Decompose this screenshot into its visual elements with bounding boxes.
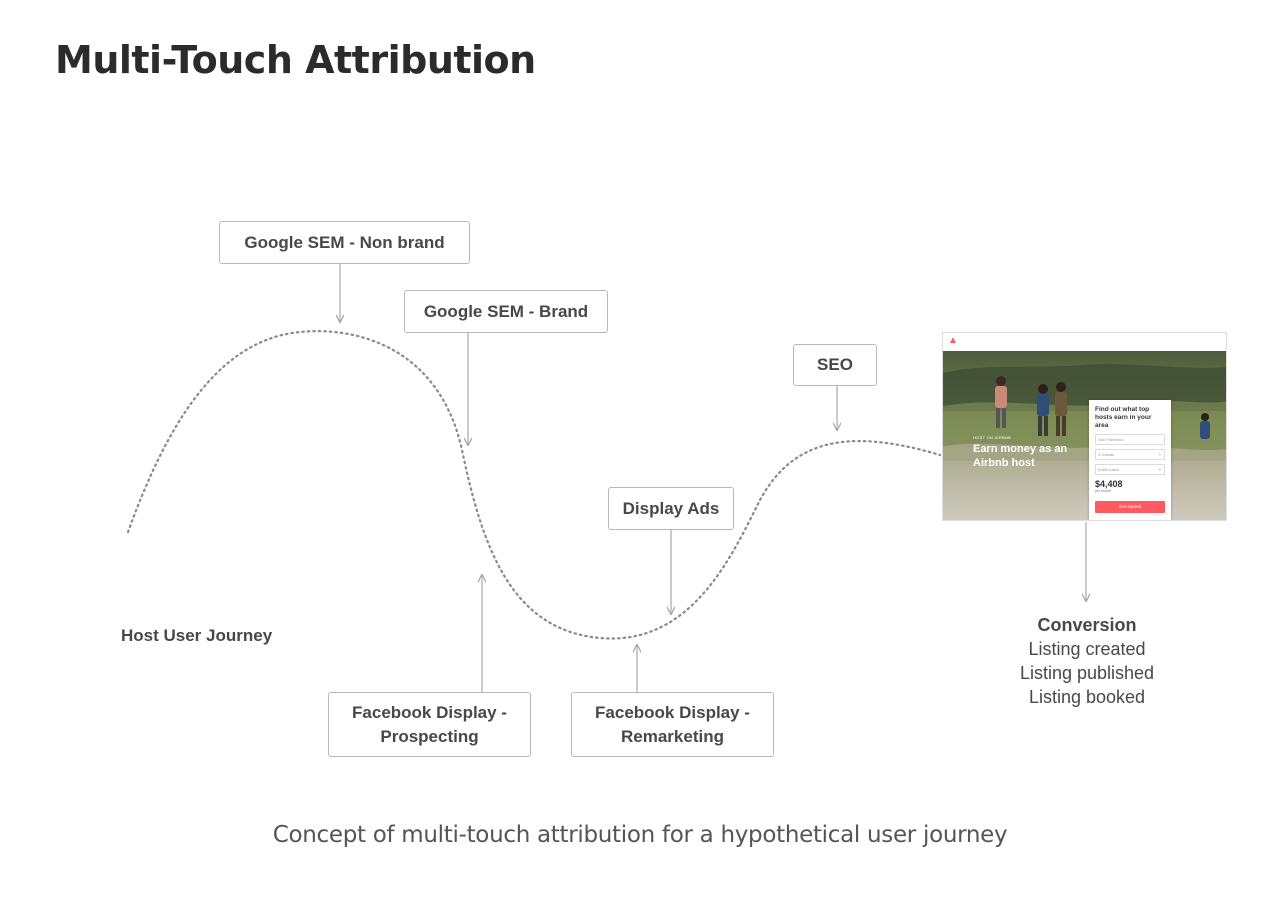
- screenshot-hero: HOST ON AIRBNB Earn money as an Airbnb h…: [943, 351, 1226, 520]
- touchpoint-google-sem-nonbrand: Google SEM - Non brand: [219, 221, 470, 264]
- hero-headline: Earn money as an Airbnb host: [973, 443, 1068, 469]
- guests-field-value: 4 Guests: [1098, 452, 1115, 457]
- page-title: Multi-Touch Attribution: [55, 38, 536, 82]
- touchpoint-label: SEO: [817, 355, 853, 374]
- conversion-item: Listing published: [1019, 663, 1155, 683]
- conversion-item: Listing created: [1028, 639, 1146, 659]
- journey-label: Host User Journey: [121, 626, 273, 645]
- chevron-down-icon: ⌄: [1157, 451, 1162, 457]
- touchpoint-label: Display Ads: [622, 498, 720, 518]
- guests-field: 4 Guests ⌄: [1095, 449, 1165, 460]
- touchpoint-label-line2: Remarketing: [621, 726, 724, 746]
- earnings-price: $4,408: [1095, 479, 1123, 489]
- earnings-period: per month: [1095, 489, 1111, 493]
- earnings-card-title: Find out what top hosts earn in your are…: [1095, 406, 1152, 429]
- city-field-value: San Francisco: [1098, 437, 1124, 442]
- conversion-heading: Conversion: [1037, 615, 1137, 635]
- hero-eyebrow: HOST ON AIRBNB: [973, 435, 1012, 440]
- earnings-card: Find out what top hosts earn in your are…: [1089, 400, 1171, 520]
- get-started-button: Get started: [1095, 501, 1165, 513]
- touchpoint-label-line2: Prospecting: [380, 726, 479, 746]
- screenshot-topbar: ▲: [943, 333, 1226, 351]
- touchpoint-label: Google SEM - Brand: [423, 301, 589, 321]
- place-field: Entire place ⌄: [1095, 464, 1165, 475]
- touchpoint-facebook-prospecting: Facebook Display - Prospecting: [328, 692, 531, 757]
- conversion-item: Listing booked: [1028, 687, 1146, 707]
- touchpoint-label: Google SEM - Non brand: [244, 232, 445, 252]
- touchpoint-label-line1: Facebook Display -: [352, 702, 507, 722]
- touchpoint-facebook-remarketing: Facebook Display - Remarketing: [571, 692, 774, 757]
- airbnb-logo-icon: ▲: [948, 335, 958, 346]
- journey-curve: [126, 330, 942, 640]
- touchpoint-google-sem-brand: Google SEM - Brand: [404, 290, 608, 333]
- conversion-block: Conversion Listing created Listing publi…: [987, 613, 1187, 709]
- place-field-value: Entire place: [1098, 467, 1120, 472]
- figure-caption: Concept of multi-touch attribution for a…: [272, 822, 1008, 848]
- touchpoint-seo: SEO: [793, 344, 877, 386]
- airbnb-host-screenshot: ▲ HOST ON AIRBNB Earn money as an Airbnb…: [942, 332, 1227, 521]
- chevron-down-icon: ⌄: [1157, 466, 1162, 472]
- touchpoint-display-ads: Display Ads: [608, 487, 734, 530]
- touchpoint-label-line1: Facebook Display -: [595, 702, 750, 722]
- city-field: San Francisco: [1095, 434, 1165, 445]
